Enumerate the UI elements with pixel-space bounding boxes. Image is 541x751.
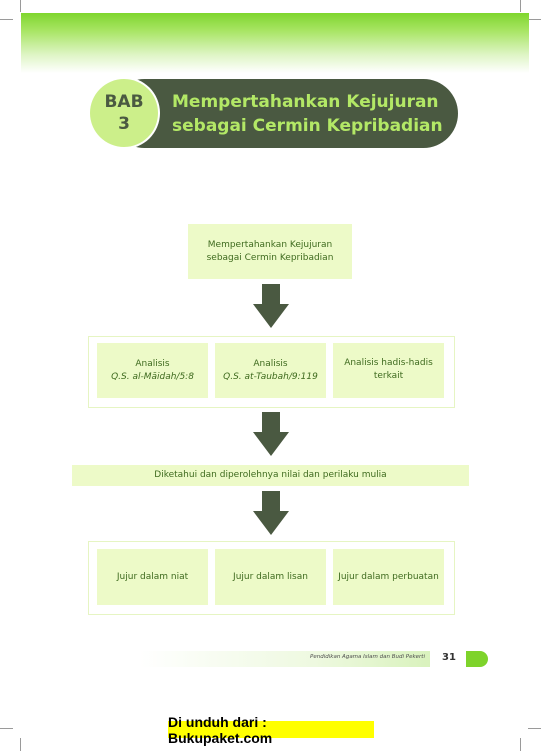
crop-mark bbox=[20, 0, 21, 12]
chapter-title: Mempertahankan Kejujuran sebagai Cermin … bbox=[172, 90, 452, 138]
down-arrow-icon bbox=[253, 284, 289, 328]
concept-box-main: Mempertahankan Kejujuran sebagai Cermin … bbox=[188, 224, 352, 279]
chapter-badge: BAB 3 bbox=[90, 79, 158, 147]
concept-box-line2: sebagai Cermin Kepribadian bbox=[206, 252, 334, 263]
honesty-box-niat: Jujur dalam niat bbox=[97, 549, 208, 605]
honesty-box-text: Jujur dalam lisan bbox=[233, 571, 308, 582]
result-box-text: Diketahui dan diperolehnya nilai dan per… bbox=[154, 470, 387, 480]
header-green-band bbox=[21, 13, 529, 73]
analysis-box-attaubah: Analisis Q.S. at-Taubah/9:119 bbox=[215, 343, 326, 398]
chapter-label: BAB bbox=[104, 92, 144, 112]
honesty-box-text: Jujur dalam perbuatan bbox=[338, 571, 439, 582]
honesty-box-text: Jujur dalam niat bbox=[116, 571, 189, 582]
footer-book-title: Pendidikan Agama Islam dan Budi Pekerti bbox=[310, 654, 425, 660]
honesty-box-lisan: Jujur dalam lisan bbox=[215, 549, 326, 605]
page-tab bbox=[466, 651, 488, 667]
crop-mark bbox=[0, 19, 13, 20]
download-banner[interactable]: Di unduh dari : Bukupaket.com bbox=[168, 714, 374, 746]
analysis-box-almaidah: Analisis Q.S. al-Māidah/5:8 bbox=[97, 343, 208, 398]
chapter-title-line2: sebagai Cermin Kepribadian bbox=[172, 116, 443, 136]
analysis-box-label: Analisis hadis-hadis bbox=[344, 358, 433, 368]
crop-mark bbox=[528, 728, 541, 729]
crop-mark bbox=[520, 0, 521, 12]
page-number: 31 bbox=[442, 652, 456, 663]
analysis-box-label-cont: terkait bbox=[373, 371, 404, 381]
analysis-box-reference: Q.S. al-Māidah/5:8 bbox=[111, 371, 194, 382]
result-box: Diketahui dan diperolehnya nilai dan per… bbox=[72, 465, 469, 486]
chapter-title-line1: Mempertahankan Kejujuran bbox=[172, 92, 439, 112]
analysis-box-hadis: Analisis hadis-hadis terkait bbox=[333, 343, 444, 398]
analysis-box-label: Analisis bbox=[253, 358, 288, 369]
concept-box-line1: Mempertahankan Kejujuran bbox=[207, 239, 333, 250]
analysis-box-reference: Q.S. at-Taubah/9:119 bbox=[223, 371, 318, 382]
chapter-title-bar bbox=[110, 79, 458, 148]
down-arrow-icon bbox=[253, 412, 289, 456]
analysis-box-label: Analisis bbox=[135, 358, 170, 369]
chapter-number: 3 bbox=[118, 114, 130, 134]
down-arrow-icon bbox=[253, 491, 289, 535]
crop-mark bbox=[20, 738, 21, 751]
crop-mark bbox=[528, 19, 541, 20]
footer-band bbox=[140, 651, 430, 667]
crop-mark bbox=[0, 728, 13, 729]
crop-mark bbox=[520, 738, 521, 751]
honesty-box-perbuatan: Jujur dalam perbuatan bbox=[333, 549, 444, 605]
